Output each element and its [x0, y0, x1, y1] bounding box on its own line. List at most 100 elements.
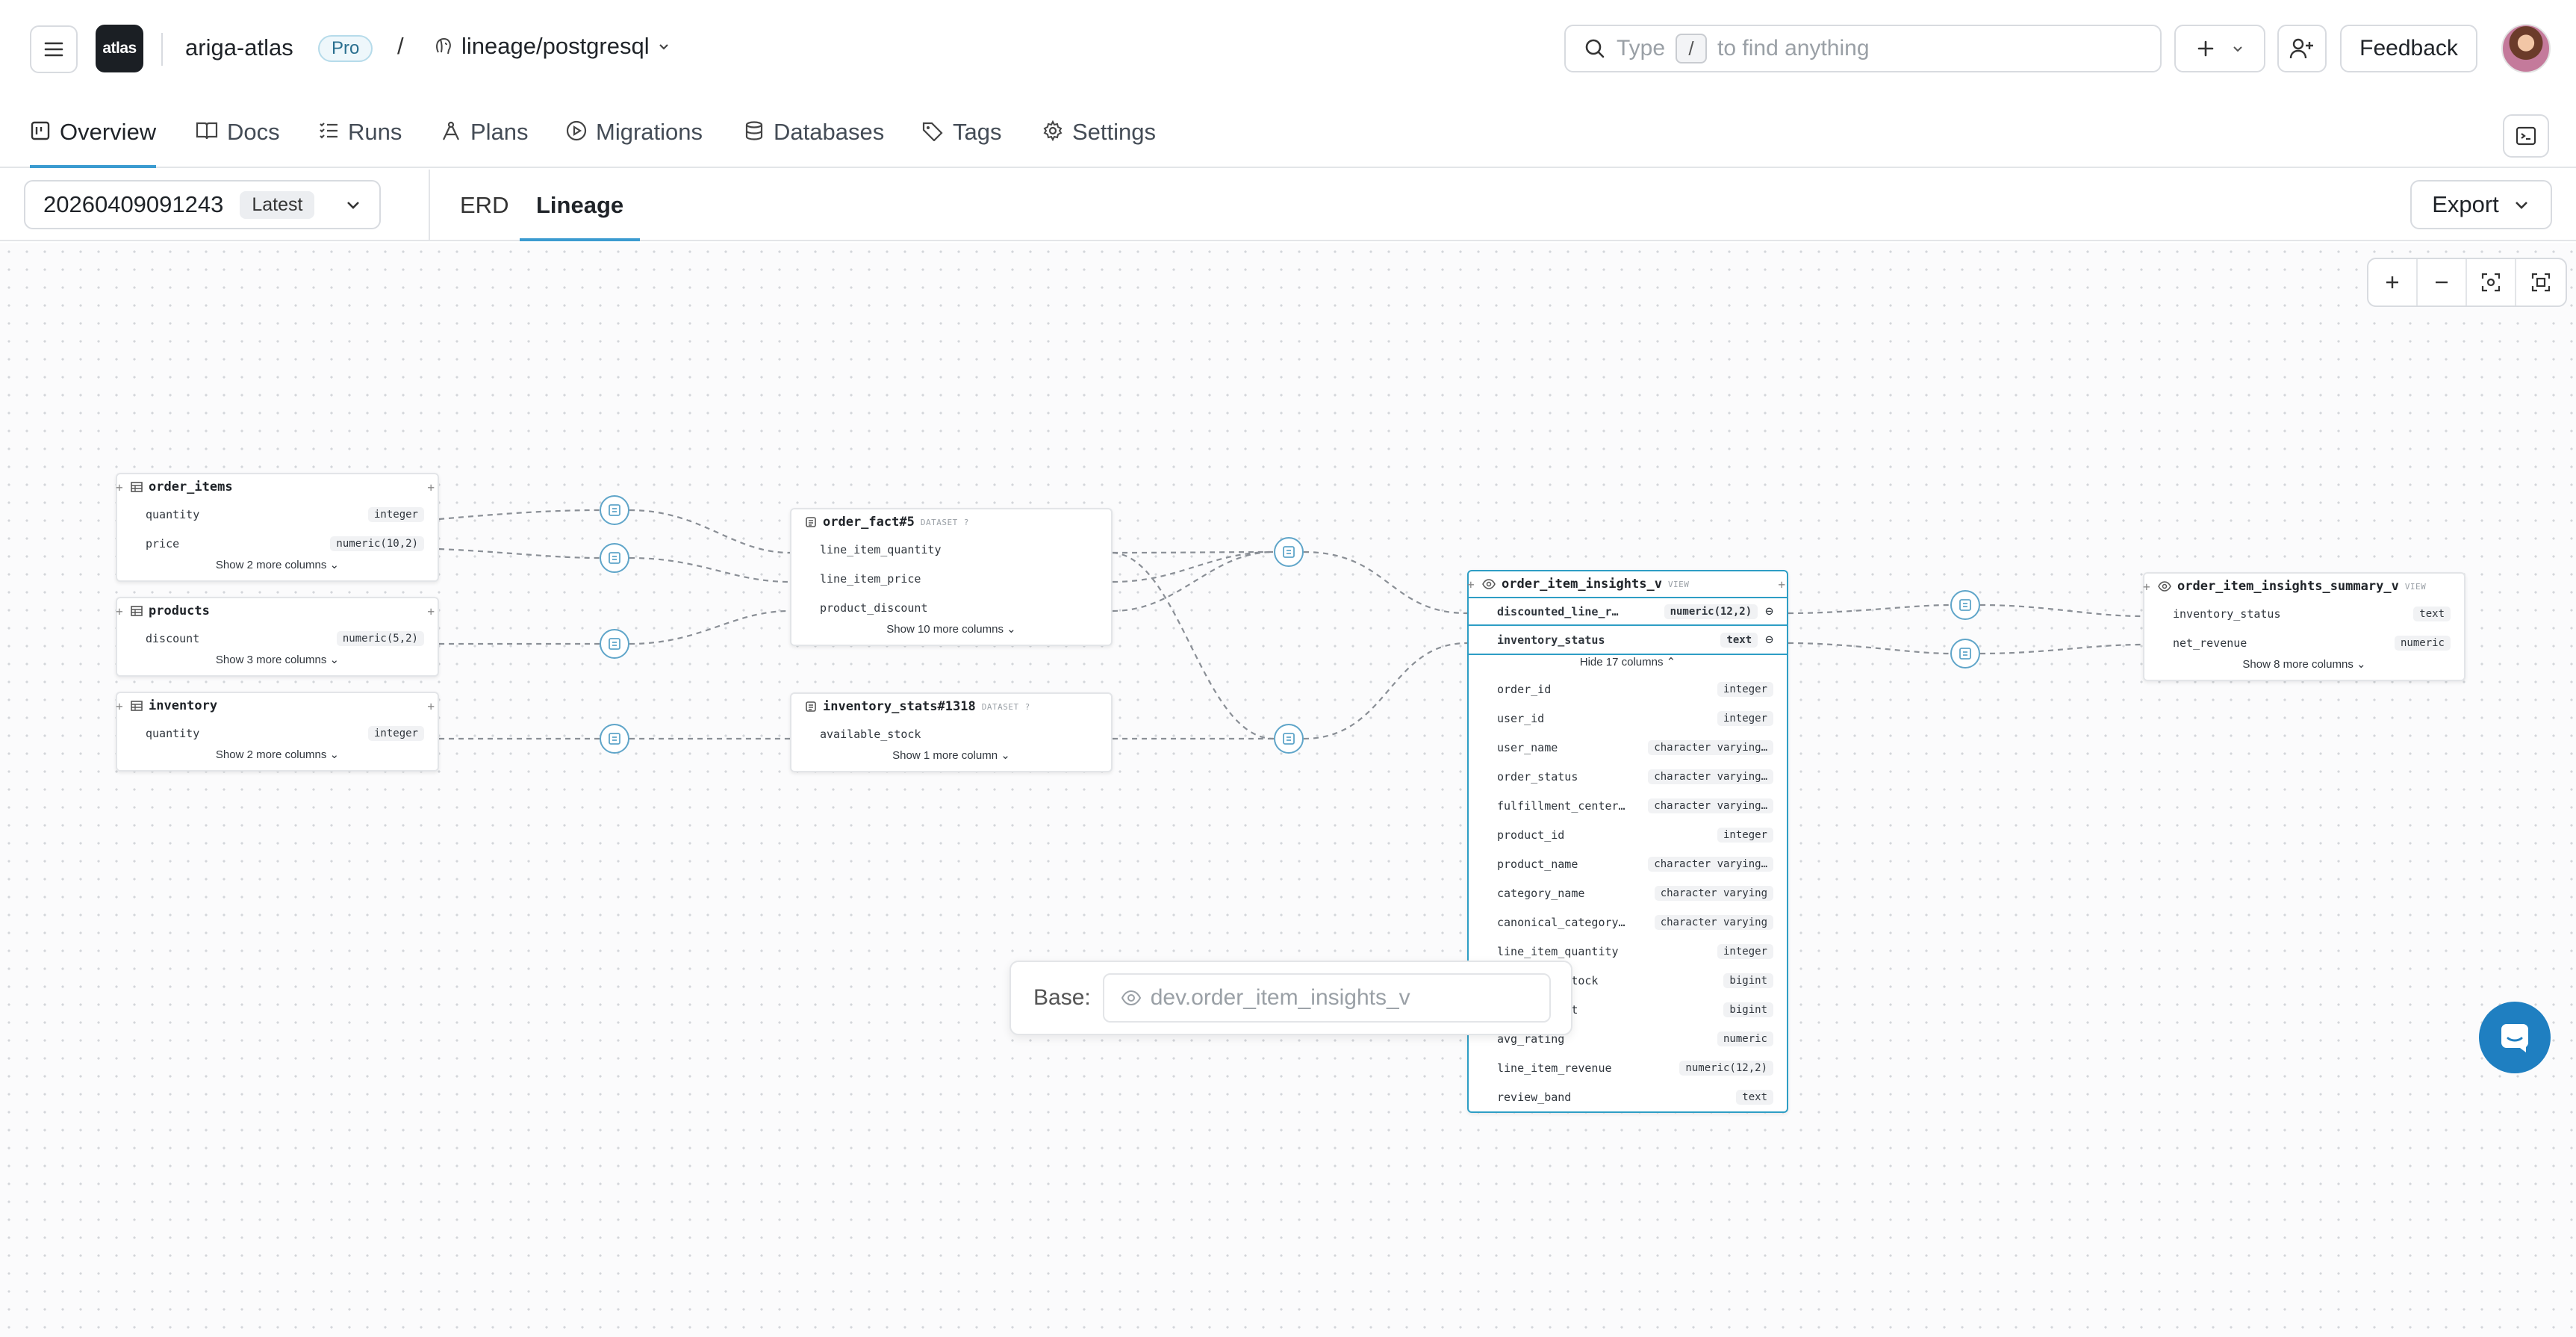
- projection-node[interactable]: [1950, 590, 1980, 620]
- expand-downstream-icon[interactable]: +: [1778, 577, 1785, 592]
- base-schema-field[interactable]: dev.order_item_insights_v: [1102, 973, 1551, 1023]
- nav-runs[interactable]: Runs: [318, 119, 402, 168]
- expand-downstream-icon[interactable]: +: [427, 604, 435, 618]
- terminal-button[interactable]: [2503, 114, 2549, 158]
- nav-databases[interactable]: Databases: [744, 119, 884, 168]
- column-row[interactable]: available_stock: [791, 719, 1111, 748]
- zoom-out-button[interactable]: [2418, 259, 2467, 305]
- node-title: inventory: [149, 698, 218, 713]
- view-node-order-item-insights-summary[interactable]: + order_item_insights_summary_v VIEW inv…: [2143, 572, 2465, 681]
- help-icon[interactable]: ?: [963, 517, 969, 527]
- dataset-node-order-fact[interactable]: order_fact#5 DATASET ? line_item_quantit…: [790, 508, 1113, 646]
- show-more-columns-button[interactable]: Show 8 more columns ⌄: [2242, 658, 2366, 671]
- expand-upstream-icon[interactable]: +: [116, 604, 123, 618]
- tab-lineage[interactable]: Lineage: [520, 192, 641, 241]
- nav-tags[interactable]: Tags: [921, 119, 1001, 168]
- nav-migrations[interactable]: Migrations: [566, 119, 703, 168]
- hide-columns-button[interactable]: Hide 17 columns ⌃: [1579, 656, 1676, 668]
- show-more-columns-button[interactable]: Show 2 more columns ⌄: [215, 559, 340, 571]
- base-label: Base:: [1033, 985, 1091, 1010]
- dataset-node-inventory-stats[interactable]: inventory_stats#1318 DATASET ? available…: [790, 692, 1113, 772]
- projection-node[interactable]: [600, 495, 629, 525]
- expand-downstream-icon[interactable]: +: [427, 480, 435, 494]
- org-name[interactable]: ariga-atlas: [185, 34, 293, 61]
- nav-plans[interactable]: Plans: [441, 119, 529, 168]
- tab-erd[interactable]: ERD: [460, 192, 509, 218]
- expand-upstream-icon[interactable]: +: [1467, 577, 1475, 592]
- expand-upstream-icon[interactable]: +: [116, 699, 123, 713]
- column-row[interactable]: product_discount: [791, 593, 1111, 622]
- fit-view-button[interactable]: [2467, 259, 2516, 305]
- nav-overview[interactable]: Overview: [30, 119, 157, 168]
- database-icon: [745, 121, 763, 140]
- search-input[interactable]: Type / to find anything: [1564, 25, 2162, 72]
- fullscreen-button[interactable]: [2516, 259, 2566, 305]
- nav-docs[interactable]: Docs: [196, 119, 280, 168]
- projection-node[interactable]: [1274, 724, 1304, 754]
- export-button[interactable]: Export: [2410, 180, 2552, 229]
- column-row[interactable]: line_item_price: [791, 564, 1111, 593]
- projection-node[interactable]: [600, 724, 629, 754]
- column-row[interactable]: canonical_category…character varying: [1469, 908, 1787, 937]
- column-row[interactable]: fulfillment_center…character varying…: [1469, 791, 1787, 820]
- version-select[interactable]: 20260409091243 Latest: [24, 180, 381, 229]
- projection-node[interactable]: [1274, 537, 1304, 567]
- show-more-columns-button[interactable]: Show 10 more columns ⌄: [886, 623, 1016, 636]
- project-selector[interactable]: lineage/postgresql: [433, 33, 671, 60]
- expand-upstream-icon[interactable]: +: [2143, 580, 2150, 594]
- projection-node[interactable]: [1950, 639, 1980, 668]
- add-button[interactable]: [2174, 25, 2265, 72]
- list-icon: [320, 122, 337, 139]
- nav-settings[interactable]: Settings: [1042, 119, 1156, 168]
- show-more-columns-button[interactable]: Show 2 more columns ⌄: [215, 748, 340, 761]
- highlighted-column-row[interactable]: discounted_line_r…numeric(12,2)⊖: [1469, 597, 1787, 626]
- gear-icon: [1043, 120, 1063, 141]
- projection-node[interactable]: [600, 629, 629, 659]
- column-row[interactable]: line_item_quantity: [791, 535, 1111, 564]
- hamburger-icon: [44, 42, 63, 57]
- export-label: Export: [2432, 191, 2499, 217]
- expand-downstream-icon[interactable]: +: [427, 699, 435, 713]
- feedback-button[interactable]: Feedback: [2340, 25, 2477, 72]
- project-name: lineage/postgresql: [461, 33, 650, 59]
- user-avatar[interactable]: [2501, 24, 2551, 73]
- zoom-in-button[interactable]: [2368, 259, 2418, 305]
- projection-node[interactable]: [600, 543, 629, 573]
- atlas-logo[interactable]: atlas: [96, 25, 143, 72]
- invite-user-button[interactable]: [2277, 25, 2327, 72]
- column-type: bigint: [1723, 1002, 1773, 1017]
- minus-circle-icon[interactable]: ⊖: [1765, 632, 1773, 648]
- show-more-columns-button[interactable]: Show 3 more columns ⌄: [215, 654, 340, 666]
- show-more-columns-button[interactable]: Show 1 more column ⌄: [892, 749, 1010, 762]
- hamburger-menu-button[interactable]: [30, 25, 78, 73]
- help-icon[interactable]: ?: [1024, 701, 1030, 712]
- expand-upstream-icon[interactable]: +: [116, 480, 123, 494]
- column-type: numeric: [2394, 635, 2451, 651]
- node-header: + inventory +: [116, 693, 438, 719]
- minus-circle-icon[interactable]: ⊖: [1765, 604, 1773, 619]
- column-type: numeric(5,2): [336, 630, 424, 646]
- chat-support-button[interactable]: [2479, 1002, 2551, 1073]
